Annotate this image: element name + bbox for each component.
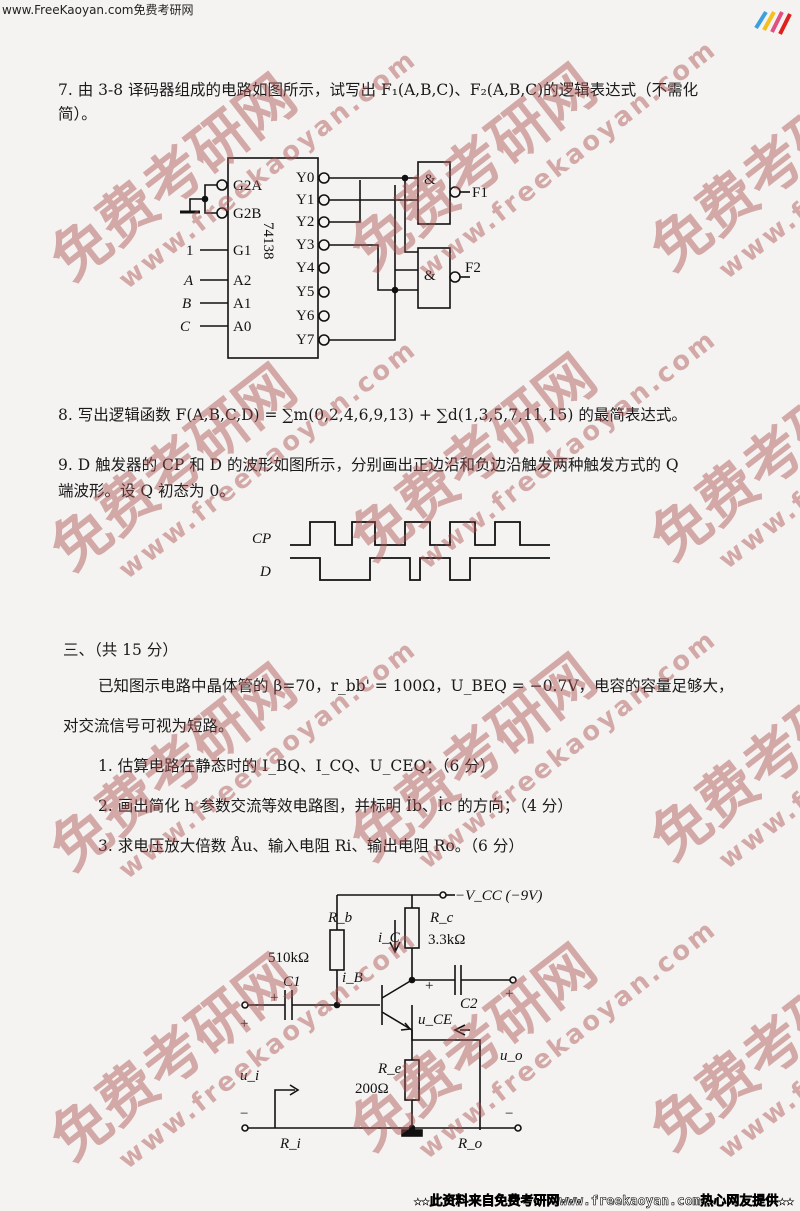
circuit-label: Y3 (296, 237, 314, 253)
circuit-label: + (505, 986, 513, 1002)
cp-waveform (290, 521, 550, 546)
signal-b: B (182, 296, 191, 312)
circuit-label: u_i (240, 1068, 259, 1084)
circuit-label: C1 (283, 974, 301, 990)
section3-p1: 已知图示电路中晶体管的 β=70，r_bb' = 100Ω，U_BEQ = −0… (98, 677, 734, 695)
waveform-diagram: CP D (252, 521, 550, 581)
section3-title: 三、（共 15 分） (63, 641, 178, 659)
and-gate-1: & (424, 172, 436, 188)
pin-a2: A2 (233, 273, 251, 289)
circuit-label: Y2 (296, 214, 314, 230)
pin-g2b: G2B (233, 206, 261, 222)
circuit-label: + (270, 990, 278, 1006)
circuit-label: u_CE (418, 1012, 452, 1028)
section3-p2: 对交流信号可视为短路。 (63, 717, 234, 735)
circuit-label: Y6 (296, 308, 315, 324)
vcc-label: −V_CC (−9V) (455, 888, 542, 904)
section3-item1: 1. 估算电路在静态时的 I_BQ、I_CQ、U_CEQ；（6 分） (98, 757, 496, 775)
q7-line2: 简）。 (58, 105, 97, 123)
site-header[interactable]: www.FreeKaoyan.com免费考研网 (2, 3, 194, 17)
circuit-label: − (240, 1106, 248, 1122)
circuit-label: − (505, 1106, 513, 1122)
q8-text: 8. 写出逻辑函数 F(A,B,C,D) = ∑m(0,2,4,6,9,13) … (58, 406, 687, 424)
q9-line2: 端波形。设 Q 初态为 0。 (58, 482, 235, 500)
chip-label: 74138 (260, 222, 276, 260)
circuit-label: i_C (378, 930, 401, 946)
q7-line1: 7. 由 3-8 译码器组成的电路如图所示，试写出 F₁(A,B,C)、F₂(A… (58, 81, 699, 99)
circuit-label: 510kΩ (268, 950, 309, 966)
section3-item2: 2. 画出简化 h 参数交流等效电路图，并标明 İb、İc 的方向；（4 分） (98, 797, 573, 815)
circuit-label: Y4 (296, 260, 315, 276)
output-f1: F1 (472, 185, 488, 201)
circuit-label: Y7 (296, 332, 315, 348)
circuit-label: R_c (429, 910, 454, 926)
cp-label: CP (252, 531, 271, 547)
signal-c: C (180, 319, 191, 335)
pin-g1: G1 (233, 243, 251, 259)
circuit-label: R_e (377, 1061, 402, 1077)
pin-a0: A0 (233, 319, 251, 335)
footer-note: ★★此资料来自免费考研网www.freekaoyan.com热心网友提供★★ (413, 1194, 795, 1210)
output-f2: F2 (465, 260, 481, 276)
pin-g2a: G2A (233, 178, 262, 194)
and-gate-2: & (424, 268, 436, 284)
circuit-label: Y1 (296, 192, 314, 208)
circuit-label: u_o (500, 1048, 523, 1064)
circuit-label: Y5 (296, 284, 314, 300)
circuit-label: R_o (457, 1136, 483, 1152)
circuit-label: i_B (342, 970, 363, 986)
d-label: D (259, 564, 271, 580)
section3-item3: 3. 求电压放大倍数 Åu、输入电阻 Ri、输出电阻 Ro。（6 分） (98, 837, 524, 855)
circuit-label: 200Ω (355, 1081, 389, 1097)
signal-a: A (183, 273, 194, 289)
circuit-label: 3.3kΩ (428, 932, 465, 948)
circuit-label: Y0 (296, 170, 314, 186)
circuit-label: + (425, 978, 433, 994)
circuit-label: + (240, 1016, 248, 1032)
signal-1: 1 (186, 243, 194, 259)
circuit-label: R_b (327, 910, 353, 926)
circuit-label: R_i (279, 1136, 301, 1152)
pin-a1: A1 (233, 296, 251, 312)
amplifier-circuit: −V_CC (−9V) R_b 510kΩ R_c 3.3kΩ R_e 200Ω… (240, 888, 542, 1152)
circuit-label: C2 (460, 996, 478, 1012)
site-logo (754, 10, 792, 35)
q9-line1: 9. D 触发器的 CP 和 D 的波形如图所示，分别画出正边沿和负边沿触发两种… (58, 456, 679, 474)
d-waveform (290, 557, 550, 581)
